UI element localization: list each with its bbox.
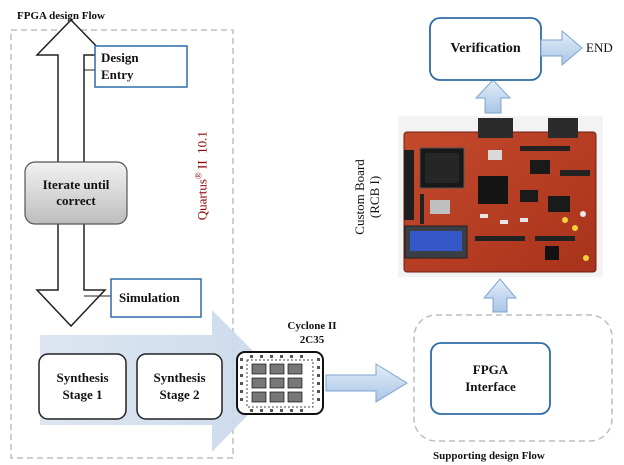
supporting-flow-panel: [413, 314, 613, 442]
quartus-registered: ®: [193, 172, 204, 180]
fpga-flow-panel: [10, 29, 234, 459]
synthesis-stage-1-box: [38, 353, 127, 420]
board-line2: (RCB I): [367, 175, 382, 219]
synthesis-stage-1-label: Synthesis Stage 1: [39, 354, 126, 419]
supporting-title: Supporting design Flow: [433, 450, 545, 462]
synthesis2-line1: Synthesis: [153, 370, 206, 386]
chip-to-interface-arrow: [325, 363, 408, 403]
fpga-interface-box: [430, 342, 551, 415]
quartus-suffix: II 10.1: [194, 131, 210, 173]
synthesis-stage-2-label: Synthesis Stage 2: [137, 354, 222, 419]
panel-title: FPGA design Flow: [17, 10, 106, 22]
fpga-interface-label: FPGA Interface: [431, 343, 550, 414]
design-entry-line1: Design: [101, 50, 139, 66]
synthesis1-line1: Synthesis: [56, 370, 109, 386]
board-line1: Custom Board: [352, 159, 368, 235]
simulation-box: [110, 278, 202, 318]
chip-line1: Cyclone II: [287, 320, 337, 333]
chip-line2: 2C35: [299, 334, 325, 346]
chip-label: Cyclone II 2C35: [270, 318, 354, 350]
simulation-label: Simulation: [119, 289, 180, 305]
interface-to-board-arrow: [482, 278, 518, 313]
synthesis1-line2: Stage 1: [62, 386, 103, 402]
iterate-line1: Iterate until: [42, 176, 110, 192]
verification-to-end-arrow: [540, 29, 583, 67]
fpga-interface-line1: FPGA: [472, 362, 509, 378]
end-label: END: [586, 40, 613, 55]
iterate-line2: correct: [56, 193, 96, 208]
design-entry-label: Design Entry: [95, 46, 187, 87]
cyclone-chip-icon: [236, 351, 324, 415]
iterate-box: [24, 161, 128, 225]
design-entry-box: [94, 45, 188, 88]
board-to-verification-arrow: [474, 79, 512, 114]
synthesis-stage-2-box: [136, 353, 223, 420]
design-entry-line2: Entry: [101, 66, 134, 82]
synthesis2-line2: Stage 2: [159, 386, 200, 402]
fpga-interface-line2: Interface: [465, 378, 516, 394]
quartus-prefix: Quartus: [194, 179, 210, 221]
verification-label: Verification: [450, 41, 521, 57]
iterate-label: Iterate until correct: [25, 162, 127, 224]
custom-board-image: [398, 116, 603, 277]
